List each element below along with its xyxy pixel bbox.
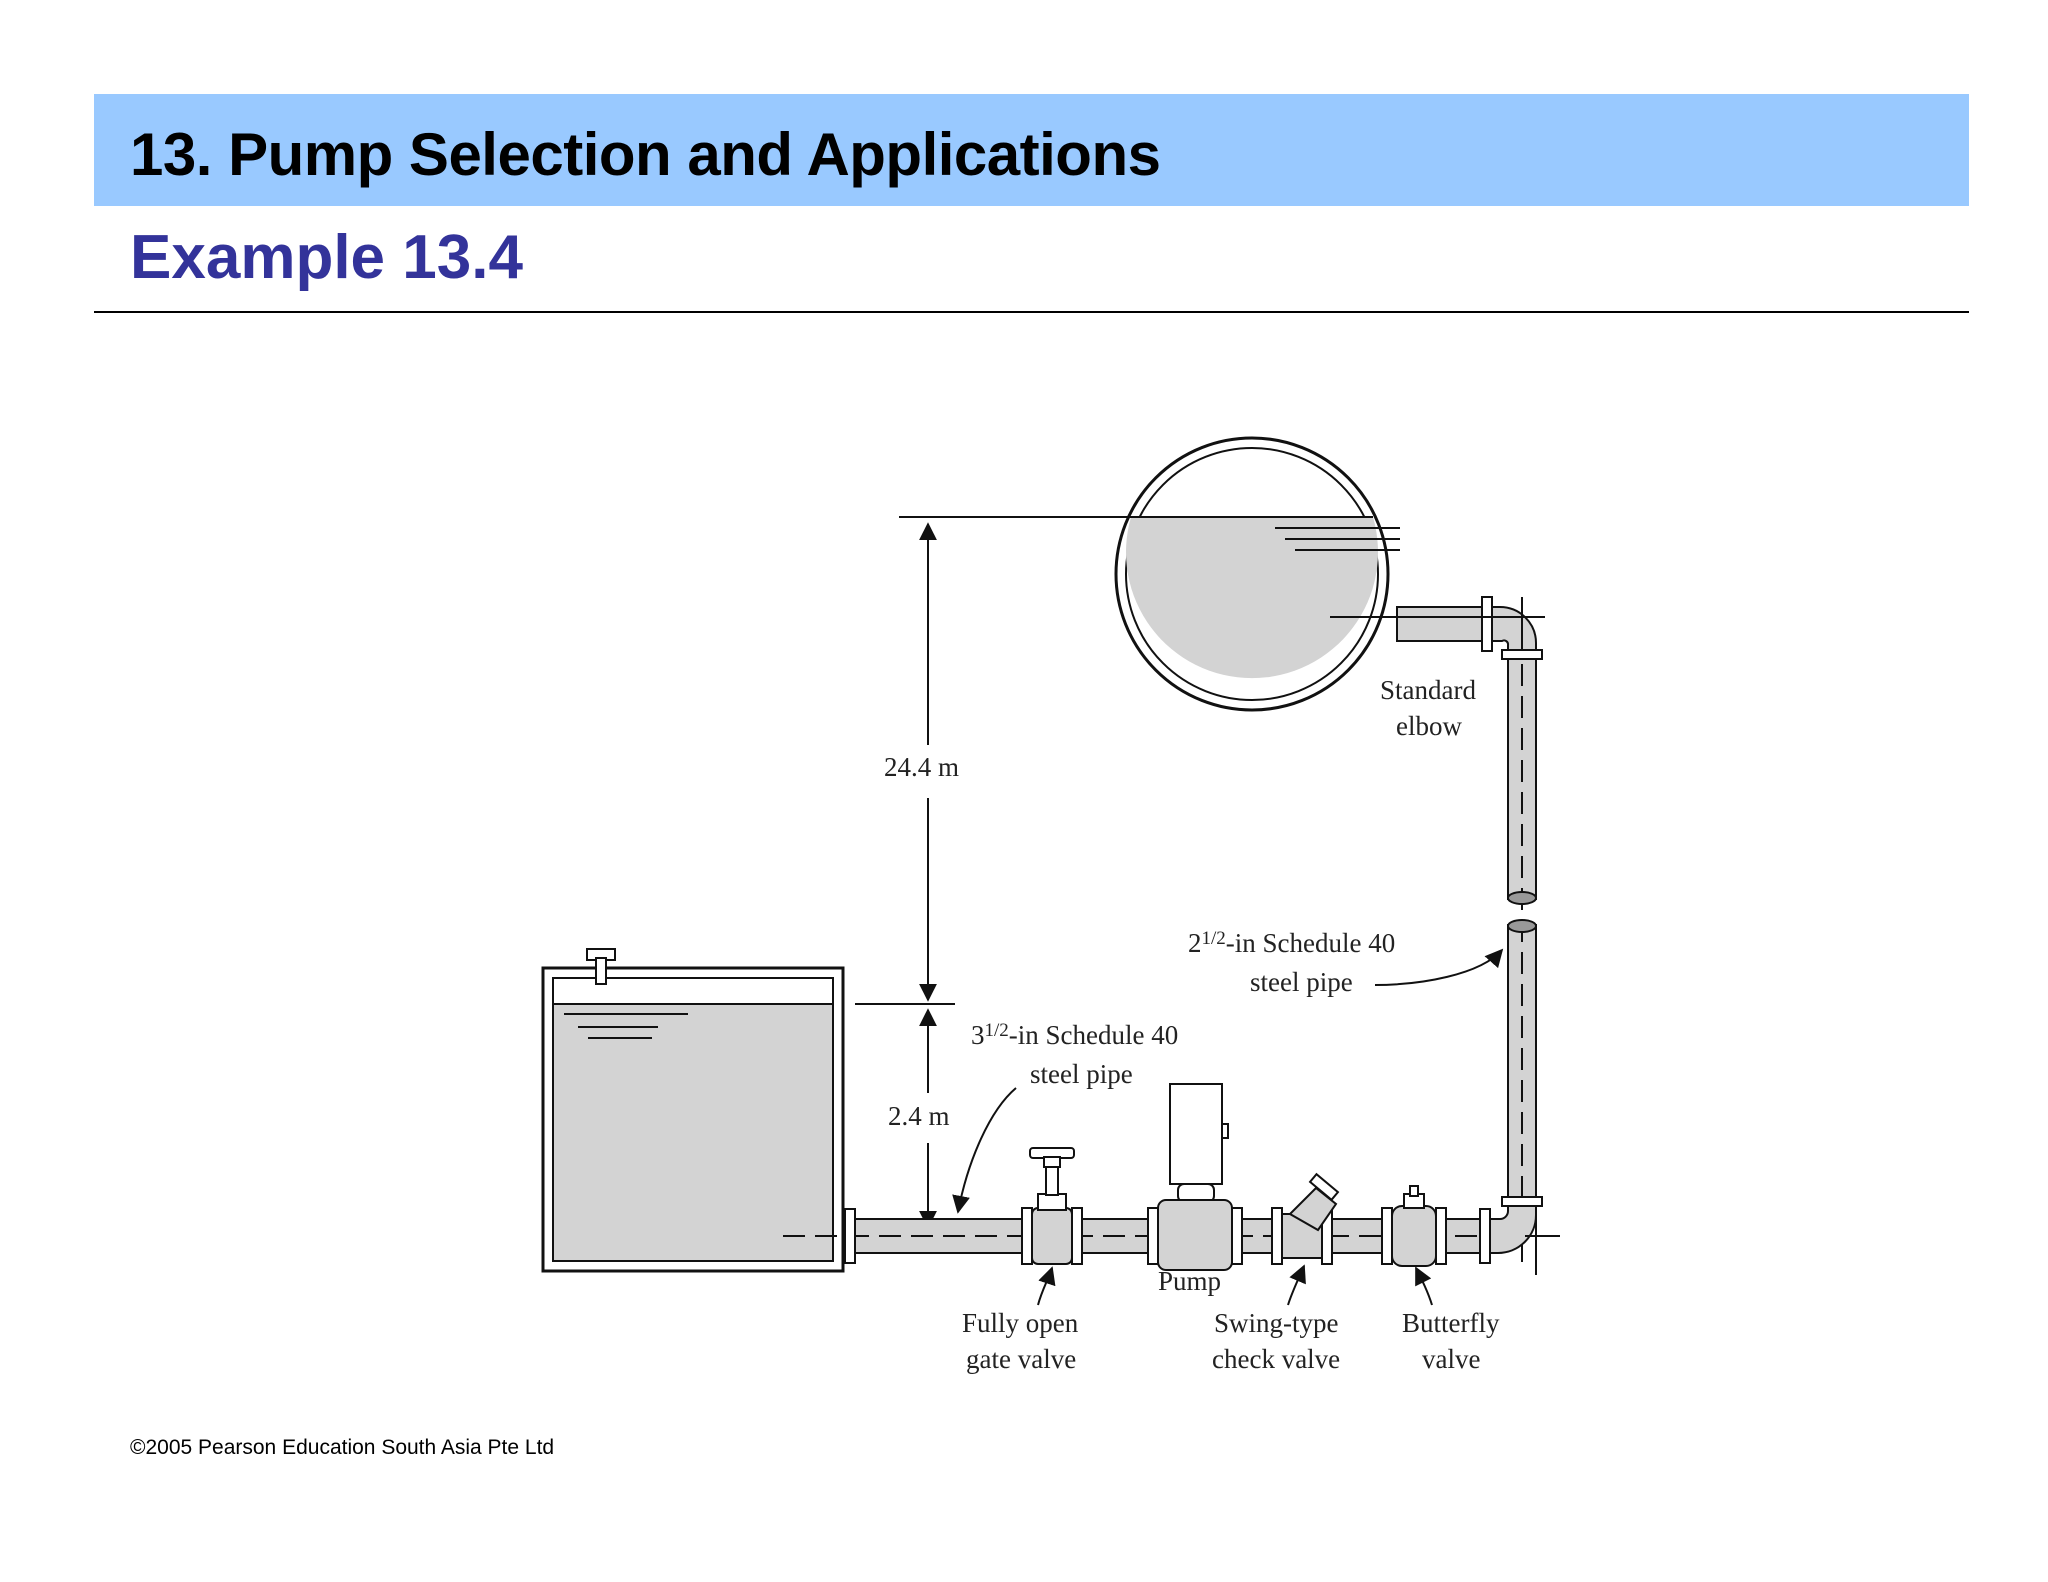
label-discharge-pipe-line2: steel pipe (1250, 967, 1353, 997)
pump-icon (1147, 1083, 1243, 1271)
copyright-notice: ©2005 Pearson Education South Asia Pte L… (130, 1436, 555, 1459)
label-check-valve-line1: Swing-type (1214, 1308, 1339, 1338)
elevation-dimensions (855, 516, 1141, 1229)
label-suction-pipe-line1: 31/2-in Schedule 40 (971, 1020, 1178, 1050)
butterfly-valve-icon (1381, 1185, 1447, 1267)
label-suction-pipe-line2: steel pipe (1030, 1059, 1133, 1089)
dimension-label-upper: 24.4 m (884, 752, 959, 782)
gate-valve-icon (1021, 1147, 1083, 1265)
vertical-pipe (1501, 600, 1543, 1265)
label-standard-elbow-line1: Standard (1380, 675, 1476, 705)
label-butterfly-valve-line1: Butterfly (1402, 1308, 1500, 1338)
lower-tank (541, 966, 845, 1273)
bottom-elbow (1479, 1205, 1560, 1275)
slide-title: 13. Pump Selection and Applications (130, 121, 1161, 188)
label-check-valve-line2: check valve (1212, 1344, 1340, 1374)
label-gate-valve-line2: gate valve (966, 1344, 1076, 1374)
label-standard-elbow-line2: elbow (1396, 711, 1462, 741)
label-butterfly-valve-line2: valve (1422, 1344, 1480, 1374)
header-rule (94, 311, 1969, 313)
dimension-label-lower: 2.4 m (888, 1101, 950, 1131)
standard-elbow (1330, 596, 1545, 652)
leader-arrows (952, 948, 1504, 1306)
upper-tank (1114, 436, 1400, 712)
label-discharge-pipe-line1: 21/2-in Schedule 40 (1188, 928, 1395, 958)
check-valve-icon (1271, 1172, 1340, 1265)
label-pump: Pump (1158, 1266, 1221, 1296)
vent-pipe-icon (586, 948, 616, 985)
title-band (94, 94, 1969, 206)
label-gate-valve-line1: Fully open (962, 1308, 1079, 1338)
slide-subtitle: Example 13.4 (130, 223, 523, 292)
